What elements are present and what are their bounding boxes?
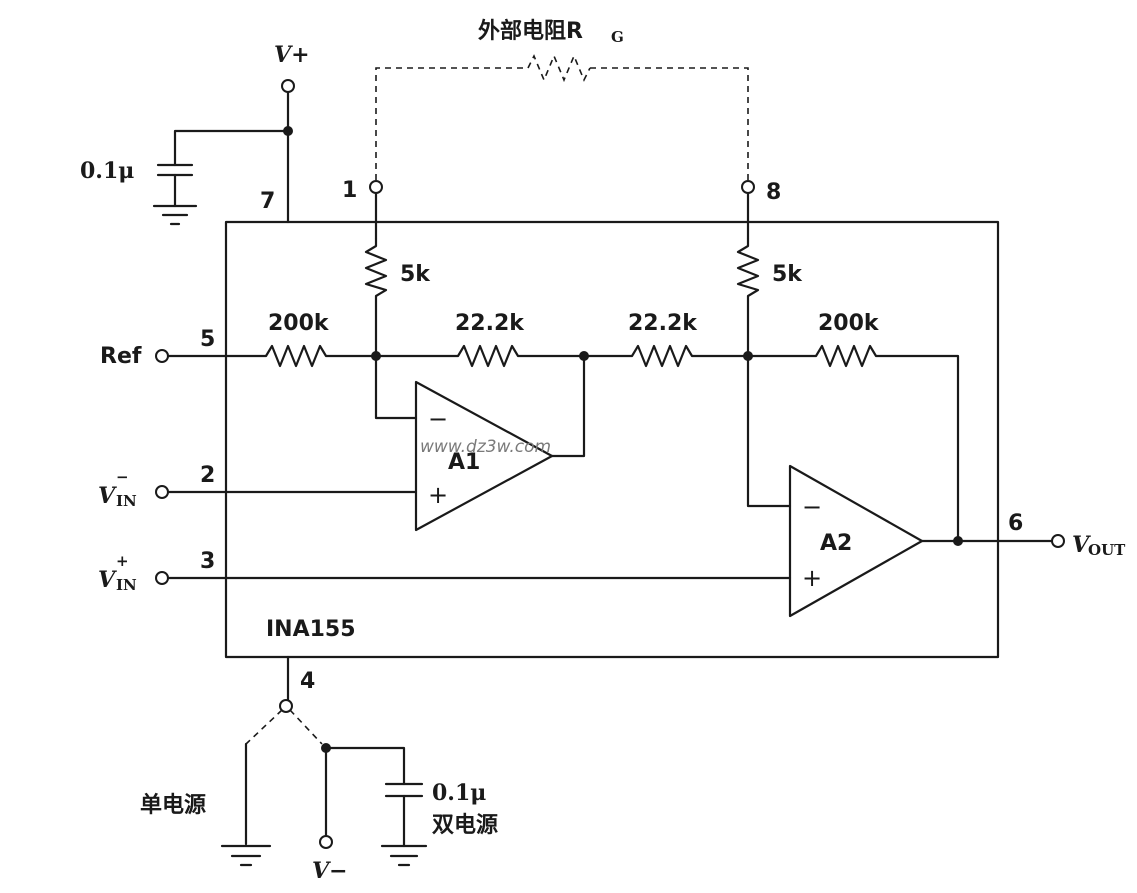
resistor-5k-left-label: 5k [400, 262, 431, 287]
pin-1-terminal [369, 180, 383, 194]
ref-terminal [155, 349, 169, 363]
pin-2-label: 2 [200, 463, 215, 488]
pin-8-rg-right: 8 5k [736, 180, 803, 356]
pin-3-label: 3 [200, 549, 215, 574]
vin-minus-sub: IN [116, 492, 137, 510]
positive-supply: V+ 0.1μ 7 [80, 42, 310, 226]
resistor-200k-right-label: 200k [818, 311, 880, 336]
opamp-a1: − + A1 [374, 354, 586, 532]
pin-4-supply-select: 4 单电源 V− 0.1μ 双电源 [140, 655, 498, 884]
resistor-22k-right-label: 22.2k [628, 311, 698, 336]
pin-8-label: 8 [766, 180, 781, 205]
resistor-5k-right [736, 238, 760, 356]
opamp-a1-label: A1 [448, 450, 480, 475]
vin-plus-sub: IN [116, 576, 137, 594]
single-supply-label: 单电源 [140, 793, 206, 818]
cap-top-label: 0.1μ [80, 158, 134, 184]
vout-sub: OUT [1088, 541, 1126, 559]
resistor-5k-right-label: 5k [772, 262, 803, 287]
watermark: www.dz3w.com [420, 437, 551, 457]
opamp-a1-minus: − [428, 405, 448, 433]
vplus-label: V+ [274, 42, 310, 68]
output-junction [953, 536, 963, 546]
opamp-a2-label: A2 [820, 531, 852, 556]
pin-7-label: 7 [260, 189, 275, 214]
dual-supply-label: 双电源 [432, 813, 498, 838]
opamp-a2-plus: + [802, 564, 822, 592]
chip-outline [224, 220, 1000, 659]
opamp-a1-body [414, 380, 554, 532]
opamp-a1-plus: + [428, 481, 448, 509]
vout-terminal [1051, 534, 1065, 548]
ref-label: Ref [100, 344, 142, 369]
rg-label-sub: G [611, 28, 624, 46]
vin-plus-sup: + [116, 552, 129, 570]
vin-minus-label: V [98, 483, 117, 509]
reference-input: Ref 5 [100, 327, 268, 369]
resistor-5k-left [364, 238, 388, 356]
vout-label: V [1072, 532, 1091, 558]
pin-1-rg-left: 1 5k [342, 178, 431, 356]
vin-minus-sup: − [116, 468, 129, 486]
pin-4-terminal [279, 699, 293, 713]
resistor-200k-left-label: 200k [268, 311, 330, 336]
external-resistor-rg: 外部电阻R G [375, 18, 749, 180]
chip-label: INA155 [266, 617, 356, 642]
vin-minus-terminal [155, 485, 169, 499]
vminus-label: V− [312, 858, 348, 884]
pin-4-label: 4 [300, 669, 315, 694]
resistor-22k-left-label: 22.2k [455, 311, 525, 336]
vin-minus-input: V − IN 2 [98, 463, 418, 510]
resistor-200k-right [748, 344, 960, 542]
vin-plus-label: V [98, 567, 117, 593]
rg-label: 外部电阻R [478, 18, 583, 44]
opamp-a2-body [788, 464, 924, 618]
vin-plus-input: V + IN 3 [98, 549, 792, 594]
output-vout: 6 V OUT [920, 511, 1126, 559]
pin-6-label: 6 [1008, 511, 1023, 536]
pin-8-terminal [741, 180, 755, 194]
pin-1-label: 1 [342, 178, 357, 203]
resistor-200k-left [265, 344, 376, 368]
opamp-a2: − + A2 [746, 354, 924, 618]
resistor-22k-right [584, 344, 748, 368]
resistor-22k-left [376, 344, 584, 368]
cap-bottom-label: 0.1μ [432, 780, 486, 806]
vplus-terminal [281, 79, 295, 93]
vminus-terminal [319, 835, 333, 849]
pin-5-label: 5 [200, 327, 215, 352]
vin-plus-terminal [155, 571, 169, 585]
opamp-a2-minus: − [802, 493, 822, 521]
